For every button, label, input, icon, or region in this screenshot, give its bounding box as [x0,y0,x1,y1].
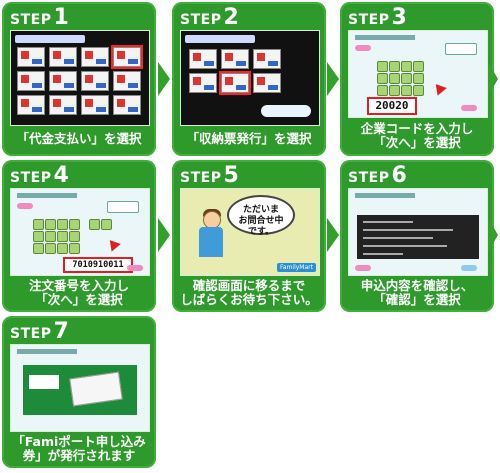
step-6-panel: STEP6 申込内容を確認し、 「確認」を選択 [340,160,494,312]
step-caption: 「収納票発行」を選択 [186,131,312,146]
step-1-screenshot [10,30,150,126]
step-word: STEP [348,170,390,186]
step-word: STEP [180,170,222,186]
step-7-panel: STEP7 「Famiポート申し込み 券」が発行されます [2,316,156,468]
step-word: STEP [10,326,52,342]
speech-bubble: ただいま お問合せ中 です。 [227,195,295,237]
step-caption: 注文番号を入力し 「次へ」を選択 [28,278,129,307]
step-3-panel: STEP3 20020 企業コードを入力し 「次へ」を選択 [340,2,494,156]
step-5-panel: STEP5 ただいま お問合せ中 です。 FamilyMart 確認画面に移るま… [172,160,326,312]
familymart-logo: FamilyMart [277,263,316,272]
step-caption: 確認画面に移るまで しばらくお待ち下さい。 [180,278,318,307]
step-number: 3 [391,5,408,30]
confirmation-pane [357,215,479,259]
next-arrow-icon [488,62,498,96]
step-number: 2 [223,5,240,30]
step-word: STEP [10,12,52,28]
step-2-panel: STEP2 「収納票発行」を選択 [172,2,326,156]
step-caption: 「Famiポート申し込み 券」が発行されます [12,434,146,463]
step-word: STEP [348,12,390,28]
next-arrow-icon [158,218,170,252]
pointer-arrow-icon [431,80,447,96]
step-4-screenshot: 7010910011 [10,188,150,276]
order-number-display: 7010910011 [63,257,133,273]
step-word: STEP [10,170,52,186]
step-number: 5 [223,163,240,188]
step-caption: 企業コードを入力し 「次へ」を選択 [360,121,474,150]
step-6-screenshot [348,188,488,276]
step-4-panel: STEP4 7010910011 注文番号を入力し 「次へ」を選択 [2,160,156,312]
step-number: 4 [53,163,70,188]
next-arrow-icon [158,62,170,96]
highlight-box [111,45,143,69]
next-arrow-icon [327,62,339,96]
step-caption: 申込内容を確認し、 「確認」を選択 [360,278,474,307]
step-5-screenshot: ただいま お問合せ中 です。 FamilyMart [180,188,320,276]
step-number: 1 [53,5,70,30]
step-1-panel: STEP1 「代金支払い」を選択 [2,2,156,156]
next-arrow-icon [327,218,339,252]
step-3-screenshot: 20020 [348,30,488,118]
step-2-screenshot [180,30,320,126]
step-number: 6 [391,163,408,188]
step-number: 7 [53,319,70,344]
highlight-box [219,71,251,95]
next-arrow-icon [488,218,498,252]
pointer-arrow-icon [105,236,121,252]
company-code-display: 20020 [367,97,417,115]
step-word: STEP [180,12,222,28]
step-7-screenshot [10,344,150,432]
step-caption: 「代金支払い」を選択 [16,131,142,146]
